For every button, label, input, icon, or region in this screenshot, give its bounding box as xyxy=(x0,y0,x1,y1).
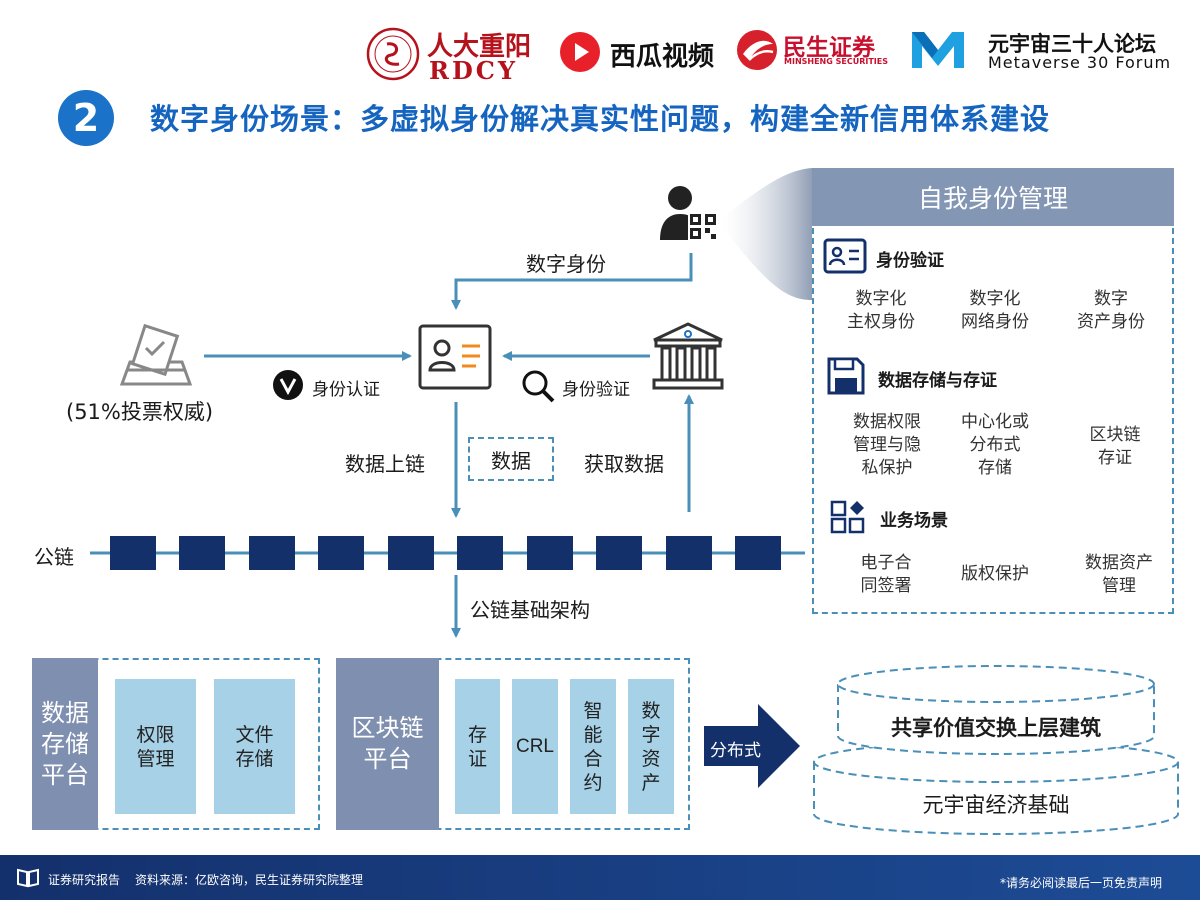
permission-management-block: 权限 管理 xyxy=(115,679,196,814)
rdcy-logo: 人大重阳 RDCY xyxy=(365,26,545,85)
minsheng-emblem-icon xyxy=(737,30,777,70)
digital-asset-block: 数 字 资 产 xyxy=(628,679,674,814)
panel-item: 数字资产身份 xyxy=(1077,289,1145,332)
play-icon xyxy=(560,32,600,72)
panel-section-title: 业务场景 xyxy=(880,511,948,531)
identity-card-icon xyxy=(418,324,492,390)
identity-auth-label: 身份认证 xyxy=(312,380,380,400)
chain-block xyxy=(179,536,225,570)
public-chain-label: 公链 xyxy=(34,545,74,569)
xigua-name: 西瓜视频 xyxy=(610,42,715,72)
data-upload-label: 数据上链 xyxy=(345,452,425,476)
panel-item: 中心化或分布式存储 xyxy=(961,412,1029,478)
chain-block xyxy=(457,536,503,570)
floppy-disk-icon xyxy=(827,357,865,395)
book-icon xyxy=(17,868,39,888)
footer-disclaimer: *请务必阅读最后一页免责声明 xyxy=(1000,876,1163,890)
bank-icon xyxy=(652,322,724,390)
rdcy-name-cn: 人大重阳 xyxy=(427,32,532,62)
distributed-arrow-icon xyxy=(704,704,800,788)
panel-item: 版权保护 xyxy=(961,564,1029,584)
forum-m-icon xyxy=(912,32,964,68)
panel-item: 数字化网络身份 xyxy=(961,289,1029,332)
self-identity-panel xyxy=(812,168,1174,614)
data-box: 数据 xyxy=(468,437,554,481)
chain-block xyxy=(110,536,156,570)
v-badge-icon xyxy=(273,370,303,400)
panel-section-title: 数据存储与存证 xyxy=(878,371,997,391)
user-qr-icon xyxy=(660,186,718,240)
page-title: 数字身份场景：多虚拟身份解决真实性问题，构建全新信用体系建设 xyxy=(150,102,1051,136)
apps-grid-icon xyxy=(830,500,865,534)
digital-identity-label: 数字身份 xyxy=(526,252,606,276)
forum-logo: 元宇宙三十人论坛 Metaverse 30 Forum xyxy=(910,26,1180,76)
id-card-icon xyxy=(823,238,867,274)
data-storage-platform-title: 数据 存储 平台 xyxy=(32,658,98,830)
get-data-label: 获取数据 xyxy=(584,452,664,476)
chain-block xyxy=(666,536,712,570)
panel-item: 数字化主权身份 xyxy=(847,289,915,332)
magnifier-icon xyxy=(522,370,555,403)
vote-authority-label: (51%投票权威) xyxy=(66,400,214,424)
panel-item: 电子合同签署 xyxy=(860,553,912,596)
minsheng-logo: 民生证券 MINSHENG SECURITIES xyxy=(735,28,895,72)
minsheng-name-cn: 民生证券 xyxy=(783,35,875,61)
chain-block xyxy=(596,536,642,570)
file-storage-block: 文件 存储 xyxy=(214,679,295,814)
xigua-logo: 西瓜视频 xyxy=(558,30,728,74)
identity-verify-label: 身份验证 xyxy=(562,380,630,400)
crl-block: CRL xyxy=(512,679,558,814)
panel-section-title: 身份验证 xyxy=(876,251,944,271)
smart-contract-block: 智 能 合 约 xyxy=(570,679,616,814)
panel-item: 数据资产管理 xyxy=(1085,553,1153,596)
panel-item: 区块链存证 xyxy=(1089,425,1141,468)
digital-identity-arrow xyxy=(451,253,693,310)
chain-block xyxy=(388,536,434,570)
footer-report-type: 证券研究报告 xyxy=(48,873,121,887)
forum-name-en: Metaverse 30 Forum xyxy=(988,53,1172,72)
chain-block xyxy=(527,536,573,570)
rdcy-seal-icon xyxy=(366,27,420,81)
footer-bar: 证券研究报告 资料来源：亿欧咨询，民生证券研究院整理 *请务必阅读最后一页免责声… xyxy=(0,855,1200,900)
footer-source: 资料来源：亿欧咨询，民生证券研究院整理 xyxy=(135,873,364,887)
forum-name-cn: 元宇宙三十人论坛 xyxy=(988,32,1156,56)
panel-header: 自我身份管理 xyxy=(812,168,1174,226)
distributed-label: 分布式 xyxy=(710,741,761,761)
ballot-box-icon xyxy=(120,323,192,386)
economy-top-label: 共享价值交换上层建筑 xyxy=(891,716,1101,740)
blockchain-platform-title: 区块链 平台 xyxy=(336,658,439,830)
evidence-block: 存 证 xyxy=(455,679,500,814)
panel-item: 数据权限管理与隐私保护 xyxy=(853,412,921,478)
minsheng-name-en: MINSHENG SECURITIES xyxy=(784,57,888,66)
economy-bottom-label: 元宇宙经济基础 xyxy=(922,793,1070,817)
chain-block xyxy=(735,536,781,570)
spotlight-beam xyxy=(722,168,812,300)
section-number-badge: 2 xyxy=(58,90,114,146)
data-box-label: 数据 xyxy=(491,448,531,473)
rdcy-name-en: RDCY xyxy=(429,56,518,85)
economy-cylinders xyxy=(813,665,1179,835)
chain-infrastructure-label: 公链基础架构 xyxy=(470,598,590,622)
chain-block xyxy=(249,536,295,570)
chain-block xyxy=(318,536,364,570)
